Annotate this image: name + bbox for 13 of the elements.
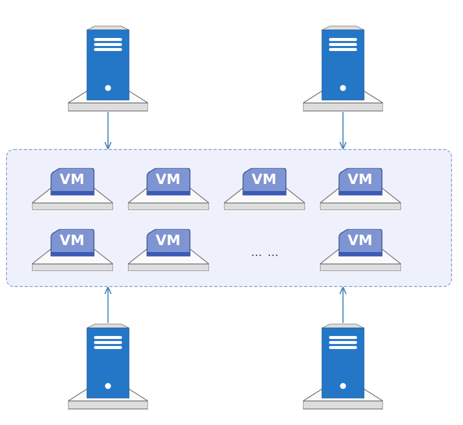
arrow bbox=[104, 286, 112, 323]
vm-label: VM bbox=[346, 171, 374, 189]
vm-label: VM bbox=[154, 232, 182, 250]
vm-label: VM bbox=[346, 232, 374, 250]
arrow bbox=[104, 112, 112, 150]
arrow bbox=[339, 286, 347, 323]
vm-label: VM bbox=[58, 232, 86, 250]
vm-label: VM bbox=[250, 171, 278, 189]
ellipsis-note: … … bbox=[251, 246, 280, 259]
vm-pool-panel bbox=[6, 149, 452, 287]
vm-label: VM bbox=[58, 171, 86, 189]
vm-label: VM bbox=[154, 171, 182, 189]
arrow bbox=[339, 112, 347, 150]
